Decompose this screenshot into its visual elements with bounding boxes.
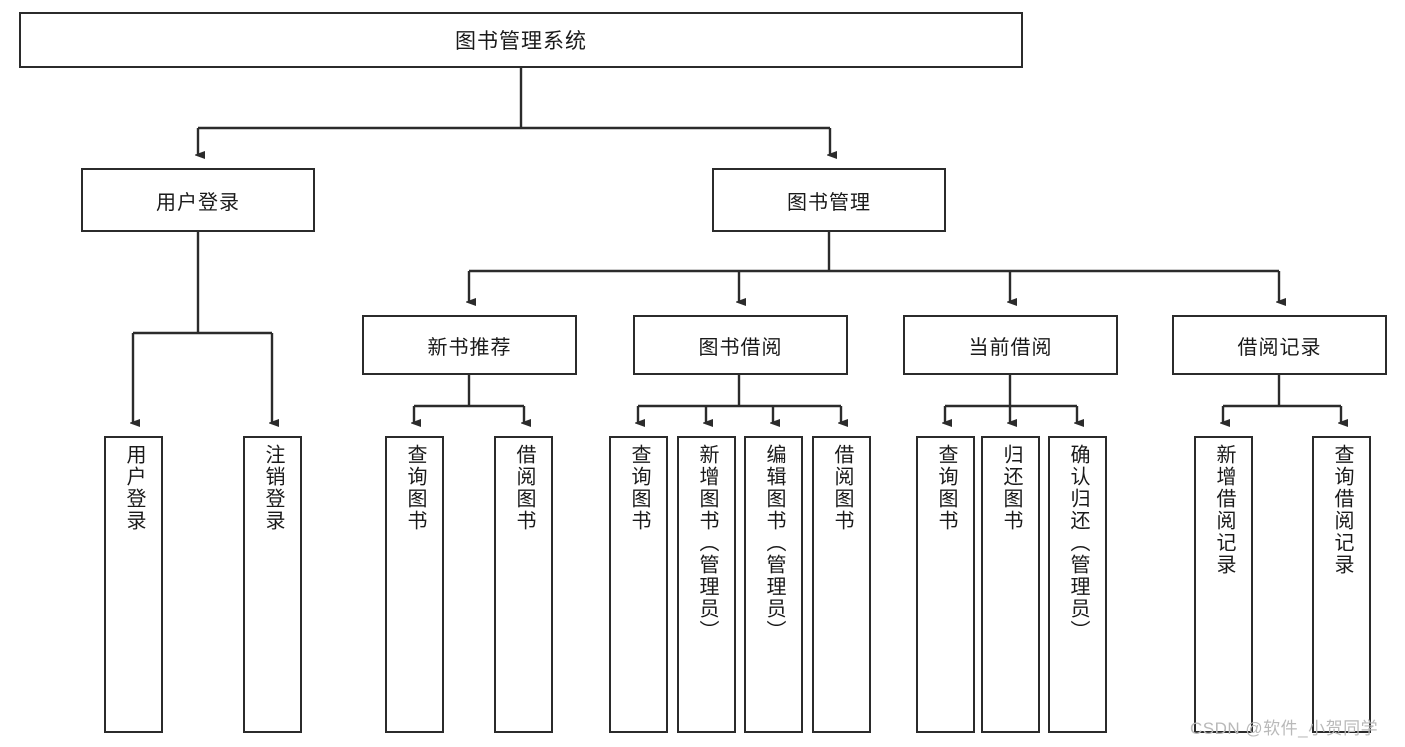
leaf-confirm-return[interactable]: 确认归还（管理员） xyxy=(1048,436,1107,733)
node-book-borrow-label: 图书借阅 xyxy=(698,336,783,359)
leaf-borrow-book-2[interactable]: 借阅图书 xyxy=(812,436,871,733)
node-borrow-record-label: 借阅记录 xyxy=(1237,336,1322,359)
leaf-add-record[interactable]: 新增借阅记录 xyxy=(1194,436,1253,733)
leaf-query-book-2-label: 查询图书 xyxy=(628,444,650,532)
node-current-borrow[interactable]: 当前借阅 xyxy=(903,315,1118,375)
leaf-user-login[interactable]: 用户登录 xyxy=(104,436,163,733)
leaf-query-record[interactable]: 查询借阅记录 xyxy=(1312,436,1371,733)
node-current-borrow-label: 当前借阅 xyxy=(968,336,1053,359)
node-root-label: 图书管理系统 xyxy=(455,30,587,53)
leaf-query-book-1-label: 查询图书 xyxy=(404,444,426,532)
leaf-add-book-label: 新增图书（管理员） xyxy=(696,444,718,642)
leaf-query-record-label: 查询借阅记录 xyxy=(1331,444,1353,576)
leaf-query-book-3[interactable]: 查询图书 xyxy=(916,436,975,733)
leaf-query-book-1[interactable]: 查询图书 xyxy=(385,436,444,733)
node-book-management-label: 图书管理 xyxy=(787,191,871,214)
node-new-book-recommend-label: 新书推荐 xyxy=(427,336,512,359)
leaf-return-book[interactable]: 归还图书 xyxy=(981,436,1040,733)
node-user-login-label: 用户登录 xyxy=(156,191,240,214)
node-book-management[interactable]: 图书管理 xyxy=(712,168,946,232)
leaf-query-book-3-label: 查询图书 xyxy=(935,444,957,532)
leaf-add-record-label: 新增借阅记录 xyxy=(1213,444,1235,576)
node-book-borrow[interactable]: 图书借阅 xyxy=(633,315,848,375)
leaf-borrow-book-2-label: 借阅图书 xyxy=(831,444,853,532)
leaf-logout-label: 注销登录 xyxy=(262,444,284,532)
leaf-add-book[interactable]: 新增图书（管理员） xyxy=(677,436,736,733)
leaf-return-book-label: 归还图书 xyxy=(1000,444,1022,532)
leaf-borrow-book-1[interactable]: 借阅图书 xyxy=(494,436,553,733)
leaf-edit-book-label: 编辑图书（管理员） xyxy=(763,444,785,642)
leaf-confirm-return-label: 确认归还（管理员） xyxy=(1067,444,1089,642)
leaf-user-login-label: 用户登录 xyxy=(123,444,145,532)
node-borrow-record[interactable]: 借阅记录 xyxy=(1172,315,1387,375)
leaf-query-book-2[interactable]: 查询图书 xyxy=(609,436,668,733)
watermark: CSDN @软件_小贺同学 xyxy=(1190,719,1379,738)
leaf-borrow-book-1-label: 借阅图书 xyxy=(513,444,535,532)
node-new-book-recommend[interactable]: 新书推荐 xyxy=(362,315,577,375)
node-user-login[interactable]: 用户登录 xyxy=(81,168,315,232)
leaf-edit-book[interactable]: 编辑图书（管理员） xyxy=(744,436,803,733)
node-root[interactable]: 图书管理系统 xyxy=(19,12,1023,68)
leaf-logout[interactable]: 注销登录 xyxy=(243,436,302,733)
